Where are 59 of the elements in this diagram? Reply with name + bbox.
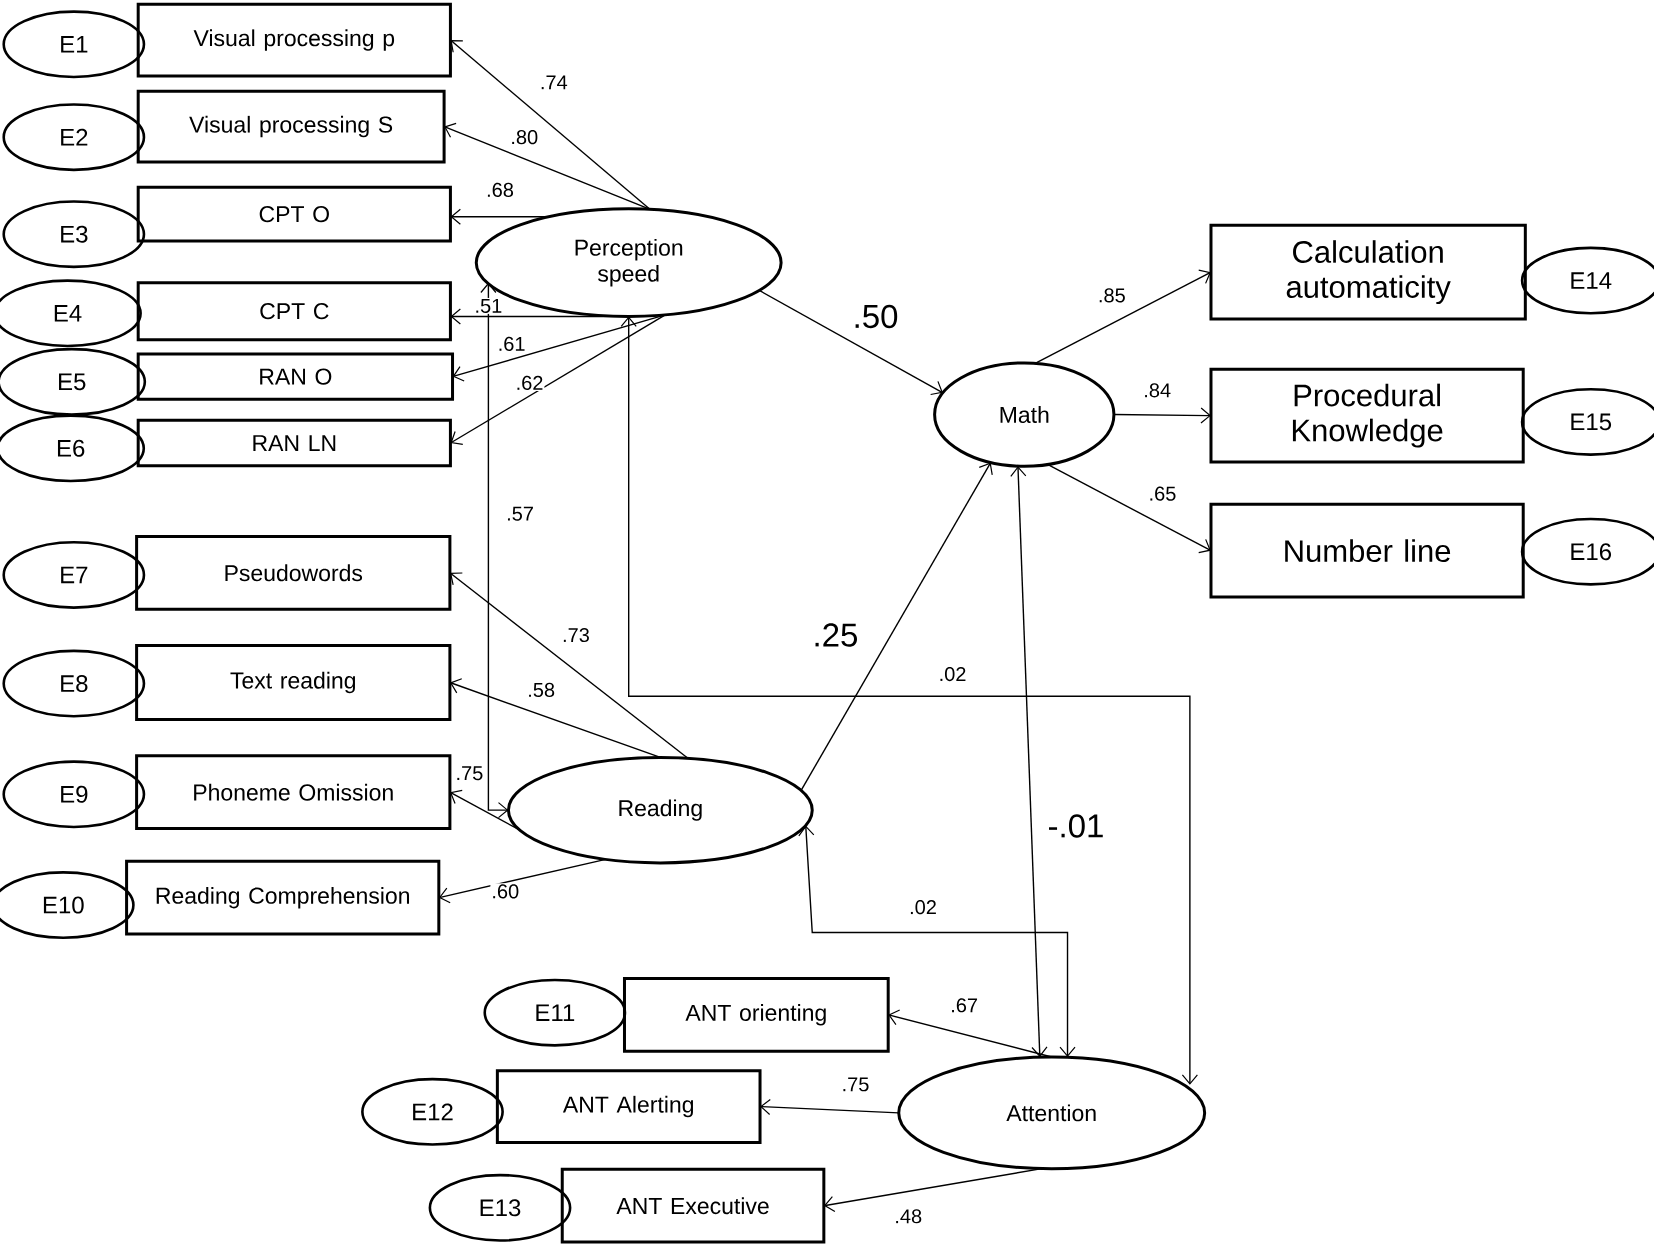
indicator-box: Calculation automaticity [1209,223,1527,321]
indicator-box: CPT C [136,281,452,342]
arrow [450,40,651,211]
indicator-box: Visual processing p [136,2,452,78]
arrow [798,825,1076,1057]
arrow [1046,463,1211,554]
indicator-box: Phoneme Omission [135,754,452,831]
arrow [760,1098,900,1116]
arrow [1010,466,1048,1058]
indicator-box: Number line [1209,502,1525,599]
arrow [480,282,509,819]
edge-label: .62 [514,374,545,391]
edge-label: .51 [473,297,504,314]
edge-label: .68 [485,181,515,198]
edge-label: .61 [496,335,527,352]
arrow [449,789,521,831]
indicator-box: Pseudowords [135,534,452,611]
indicator-box: ANT Executive [560,1167,826,1244]
edge-label: .25 [811,622,860,648]
indicator-box: Visual processing S [136,89,446,164]
arrow [450,314,666,445]
arrow [449,678,662,759]
arrow [450,208,550,225]
edge-label: .85 [1096,287,1127,304]
arrow [1034,269,1211,364]
indicator-box: Text reading [135,644,452,721]
edge-label: .48 [893,1208,924,1225]
edge-label: -.01 [1046,813,1106,839]
edge-label: .84 [1142,382,1173,399]
edge-label: .60 [490,883,521,900]
indicator-box: Reading Comprehension [125,859,441,936]
edge-label: .02 [937,665,968,683]
arrow [800,462,993,791]
arrow [438,858,607,904]
edge-label: .73 [561,626,591,644]
indicator-box: ANT orienting [623,976,890,1053]
indicator-box: Procedural Knowledge [1209,367,1525,464]
indicator-box: ANT Alerting [495,1069,762,1144]
indicator-box: RAN LN [136,418,452,468]
arrow [444,122,651,211]
edge-label: .58 [526,681,557,698]
edge-label: .75 [840,1076,871,1093]
edge-label: .57 [505,505,535,522]
arrow [620,316,1198,1085]
edge-label: .02 [908,899,938,916]
edge-label: .75 [454,765,485,782]
arrow [452,314,666,382]
arrow [823,1167,1043,1212]
indicator-box: RAN O [136,352,455,401]
edge-label: .65 [1147,485,1178,502]
edge-label: .50 [851,303,900,330]
edge-label: .80 [509,129,540,146]
edge-label: .67 [949,997,980,1014]
arrow [758,289,943,396]
arrow [1113,407,1211,424]
arrow [888,1009,1053,1058]
edge-label: .74 [538,74,569,91]
indicator-box: CPT O [136,185,452,243]
arrow [449,572,689,759]
